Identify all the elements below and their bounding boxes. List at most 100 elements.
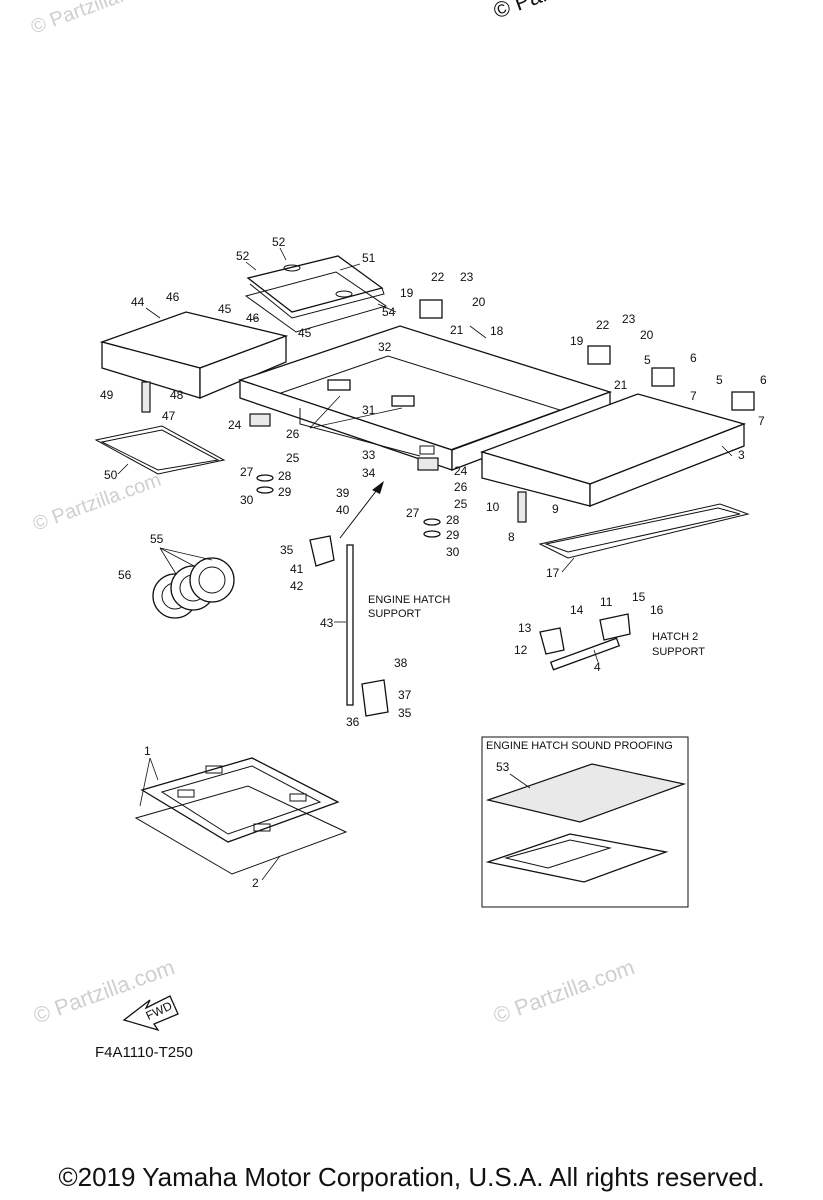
part-callout: 35 (280, 543, 294, 557)
part-callout: 56 (118, 568, 132, 582)
part-callout: 23 (460, 270, 474, 284)
right-lid-seal (538, 503, 750, 559)
bracket-31a (327, 379, 351, 391)
part-callout: 6 (760, 373, 767, 387)
fwd-arrow-icon: FWD (122, 995, 179, 1032)
part-callout: 31 (362, 403, 376, 417)
part-callout: 15 (632, 590, 646, 604)
part-callout: 27 (240, 465, 254, 479)
part-callout: 2 (252, 876, 259, 890)
part-callout: 36 (346, 715, 360, 729)
footer-copyright: ©2019 Yamaha Motor Corporation, U.S.A. A… (58, 1162, 765, 1192)
part-callout: 38 (394, 656, 408, 670)
part-callout: 19 (570, 334, 584, 348)
part-callout: 20 (640, 328, 654, 342)
catch-24b (417, 457, 439, 471)
part-callout: 44 (131, 295, 145, 309)
part-callout: 35 (398, 706, 412, 720)
part-callout: 23 (622, 312, 636, 326)
small-hatch-cover (246, 255, 385, 319)
right-lid-seal-inner (544, 507, 741, 553)
part-callout: 32 (378, 340, 392, 354)
part-callout: 47 (162, 409, 176, 423)
leader-lines (117, 247, 733, 881)
part-callout: 28 (446, 513, 460, 527)
part-callout: 21 (614, 378, 628, 392)
part-callout: 33 (362, 448, 376, 462)
caption-engine-hatch-support: ENGINE HATCH (368, 594, 450, 606)
catch-24a (249, 413, 271, 427)
hatch-seal (244, 271, 388, 333)
hatch-gasket (134, 785, 348, 875)
part-callout: 7 (690, 389, 697, 403)
part-callout: 22 (596, 318, 610, 332)
part-callout: 5 (644, 353, 651, 367)
damper-29a (256, 486, 274, 494)
part-callout: 29 (446, 528, 460, 542)
part-callout: 55 (150, 532, 164, 546)
part-callout: 22 (431, 270, 445, 284)
part-callout: 4 (594, 660, 601, 674)
hinge-5-left (651, 367, 675, 387)
caption-sound-proofing: ENGINE HATCH SOUND PROOFING (486, 740, 673, 752)
left-lid-seal-inner (100, 429, 220, 471)
engine-hatch-support-strut (309, 535, 389, 717)
right-hatch-lid (479, 393, 747, 507)
sound-proofing-mat (485, 763, 687, 823)
part-callout: 46 (246, 311, 260, 325)
part-callout: 48 (170, 388, 184, 402)
part-callout: 34 (362, 466, 376, 480)
part-callout: 51 (362, 251, 376, 265)
part-callout: 24 (454, 464, 468, 478)
left-lid-seal (94, 425, 226, 475)
part-callout: 43 (320, 616, 334, 630)
main-deck-frame (237, 325, 613, 471)
part-callout: 25 (286, 451, 300, 465)
part-callout: 18 (490, 324, 504, 338)
part-callout: 28 (278, 469, 292, 483)
hinge-19-right (587, 345, 611, 365)
part-callout: 53 (496, 760, 510, 774)
part-callout: 11 (600, 595, 613, 609)
part-callout: 3 (738, 448, 745, 462)
drawing-code: F4A1110-T250 (95, 1044, 193, 1061)
latch-8 (517, 491, 527, 523)
part-callout: 45 (298, 326, 312, 340)
part-callout: 42 (290, 579, 304, 593)
caption-engine-hatch-support-line2: SUPPORT (368, 608, 421, 620)
front-arrow (339, 481, 384, 539)
part-callout: 45 (218, 302, 232, 316)
damper-28b (423, 518, 441, 526)
part-callout: 14 (570, 603, 584, 617)
part-callout: 30 (240, 493, 254, 507)
caption-hatch-2-support-line2: SUPPORT (652, 646, 705, 658)
part-callout: 12 (514, 643, 528, 657)
part-callout: 52 (272, 235, 286, 249)
part-callout: 1 (144, 744, 151, 758)
part-callout: 16 (650, 603, 664, 617)
sound-proofing-inset (481, 736, 689, 908)
part-callout: 26 (286, 427, 300, 441)
damper-28a (256, 474, 274, 482)
part-callout: 54 (382, 305, 396, 319)
vent-rings (152, 557, 235, 619)
latch-47 (141, 381, 151, 413)
bracket-31b (391, 395, 415, 407)
part-callout: 21 (450, 323, 464, 337)
part-callout: 24 (228, 418, 242, 432)
part-callout: 26 (454, 480, 468, 494)
part-callout: 5 (716, 373, 723, 387)
hatch-2-support-strut (539, 613, 631, 671)
part-callout: 20 (472, 295, 486, 309)
part-callout: 25 (454, 497, 468, 511)
part-callout: 13 (518, 621, 532, 635)
part-callouts: 52 52 51 22 23 19 20 21 18 54 44 46 45 4… (100, 235, 767, 890)
part-callout: 9 (552, 502, 559, 516)
part-callout: 52 (236, 249, 250, 263)
part-callout: 39 (336, 486, 350, 500)
hinge-5-right (731, 391, 755, 411)
part-callout: 7 (758, 414, 765, 428)
part-callout: 49 (100, 388, 114, 402)
part-callout: 29 (278, 485, 292, 499)
